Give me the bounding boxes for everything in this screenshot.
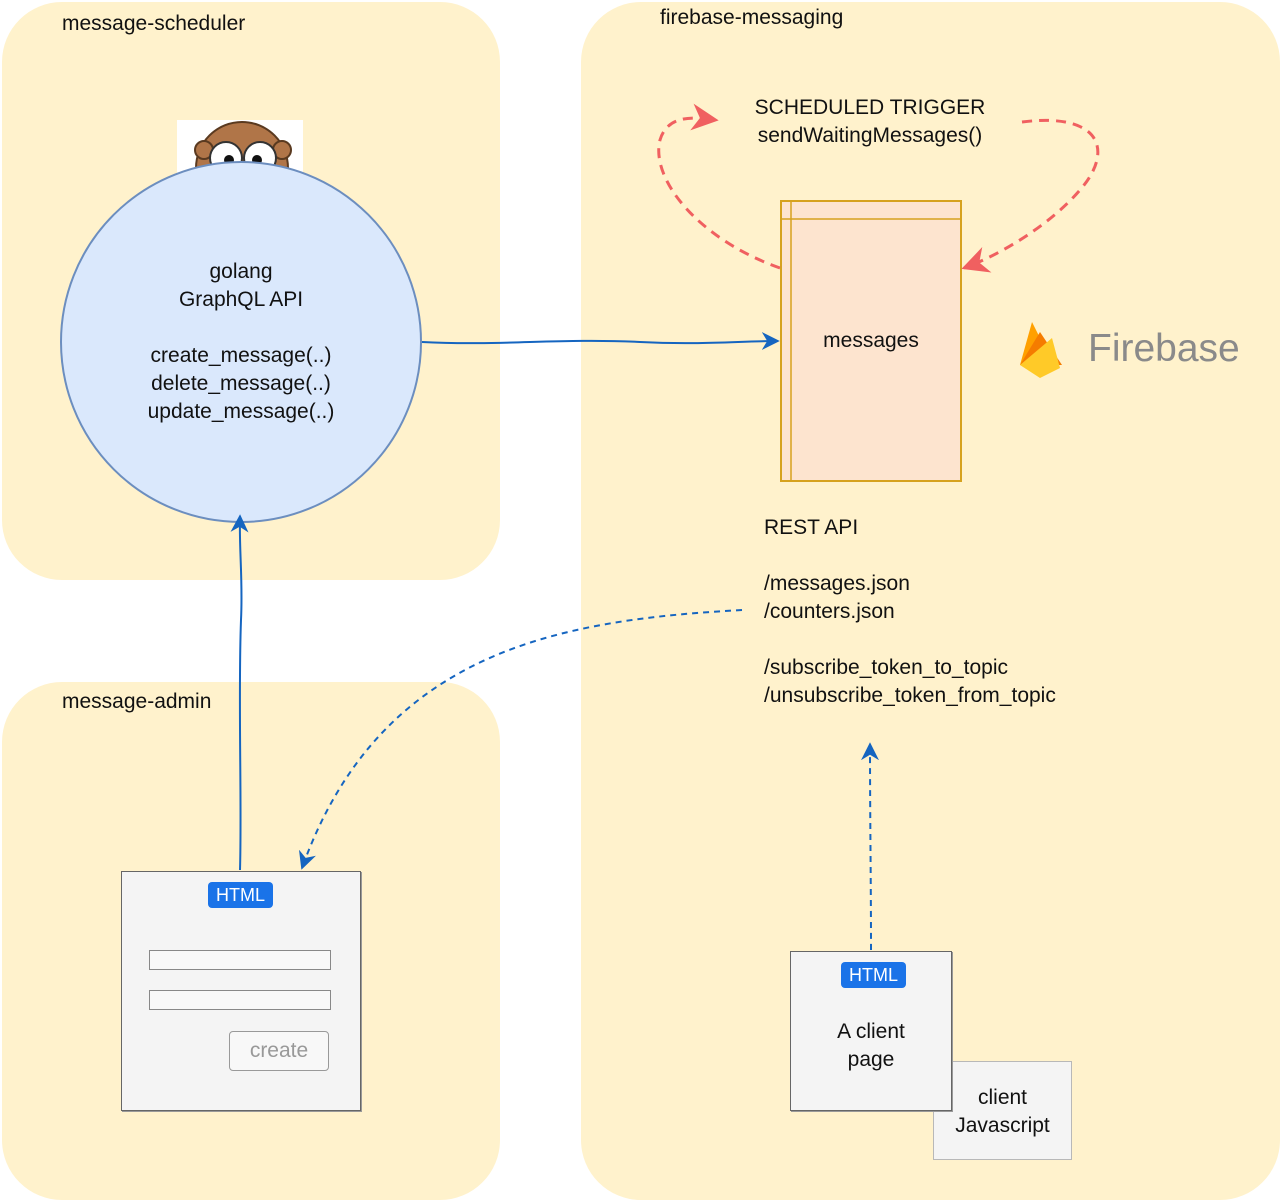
firebase-flame-icon bbox=[1020, 322, 1062, 378]
client-page: HTML A client page bbox=[790, 951, 952, 1111]
scheduled-trigger-label: SCHEDULED TRIGGER sendWaitingMessages() bbox=[720, 94, 1020, 150]
trigger-title: SCHEDULED TRIGGER bbox=[754, 96, 986, 119]
admin-to-api-arrow bbox=[230, 514, 249, 871]
api-line: update_message(..) bbox=[147, 400, 335, 423]
api-line: create_message(..) bbox=[150, 344, 332, 367]
trigger-arrow-left bbox=[657, 103, 781, 270]
api-line: delete_message(..) bbox=[151, 372, 331, 395]
rest-api-title: REST API bbox=[764, 516, 859, 539]
create-button[interactable]: create bbox=[229, 1031, 329, 1071]
messages-label: messages bbox=[823, 329, 919, 352]
api-line: GraphQL API bbox=[178, 288, 304, 311]
client-page-text: A client page bbox=[791, 1018, 951, 1074]
rest-endpoint: /messages.json bbox=[764, 572, 910, 595]
client-javascript-box: client Javascript bbox=[933, 1061, 1072, 1160]
rest-api-spacer bbox=[764, 542, 1056, 570]
zone-title-firebase: firebase-messaging bbox=[660, 6, 844, 29]
html-badge: HTML bbox=[208, 882, 273, 908]
messages-box bbox=[780, 200, 962, 482]
api-line: golang bbox=[209, 260, 273, 283]
rest-api-spacer bbox=[764, 626, 1056, 654]
admin-form-input-2[interactable] bbox=[149, 990, 331, 1010]
rest-endpoint: /subscribe_token_to_topic bbox=[764, 656, 1008, 679]
rest-to-admin-arrow bbox=[298, 609, 743, 870]
rest-endpoint: /counters.json bbox=[764, 600, 895, 623]
client-page-line: page bbox=[847, 1048, 895, 1071]
admin-form-input-1[interactable] bbox=[149, 950, 331, 970]
firebase-wordmark: Firebase bbox=[1088, 327, 1240, 370]
rest-endpoint: /unsubscribe_token_from_topic bbox=[764, 684, 1056, 707]
trigger-arrow-right bbox=[961, 119, 1100, 273]
trigger-function: sendWaitingMessages() bbox=[757, 124, 983, 147]
api-to-messages-arrow bbox=[421, 332, 780, 351]
rest-api-block: REST API /messages.json /counters.json /… bbox=[764, 514, 1056, 710]
zone-title-scheduler: message-scheduler bbox=[62, 12, 246, 35]
client-js-line: client bbox=[977, 1086, 1028, 1109]
client-page-line: A client bbox=[837, 1020, 905, 1043]
zone-title-admin: message-admin bbox=[62, 690, 212, 713]
client-to-rest-arrow bbox=[861, 742, 880, 951]
admin-form-page: HTML create bbox=[121, 871, 361, 1111]
api-circle-text: golang GraphQL API create_message(..) de… bbox=[91, 258, 391, 426]
api-line bbox=[91, 314, 391, 342]
client-js-line: Javascript bbox=[955, 1114, 1050, 1137]
html-badge: HTML bbox=[841, 962, 906, 988]
